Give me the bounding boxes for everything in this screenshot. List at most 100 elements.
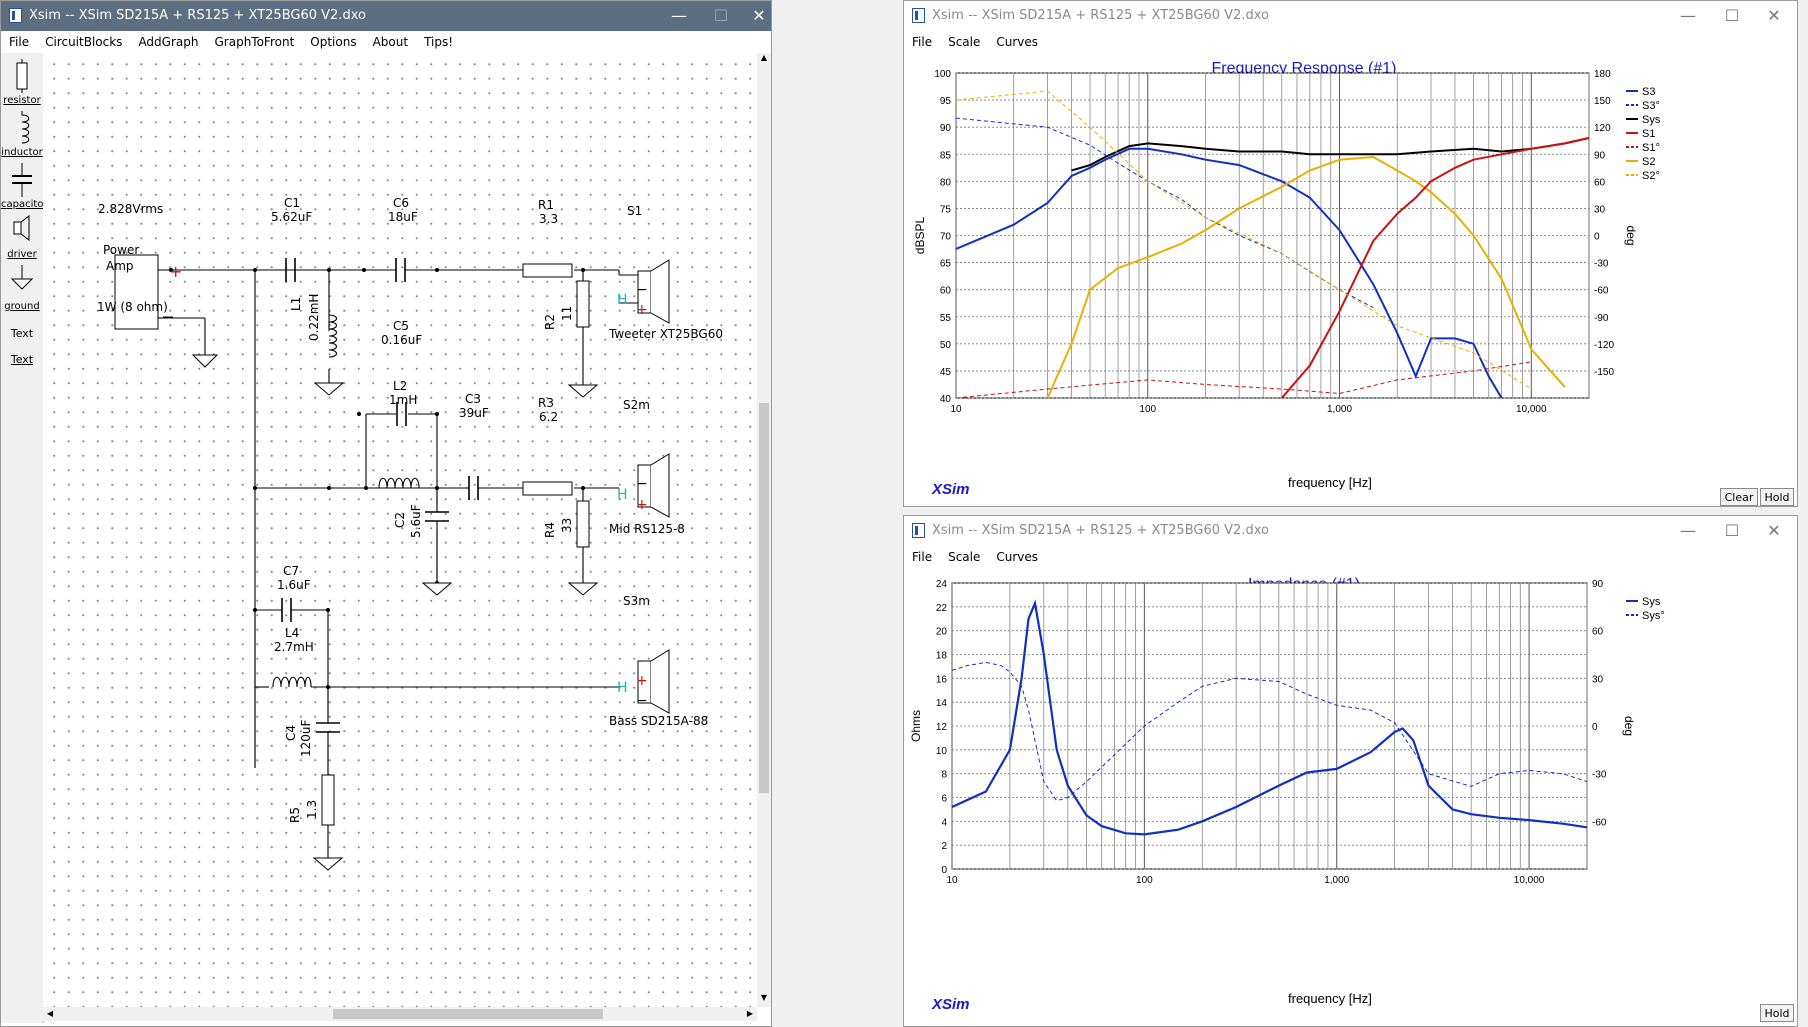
svg-text:−: − xyxy=(636,282,648,298)
y-tick-label: 20 xyxy=(936,627,948,638)
c5-name[interactable]: C5 xyxy=(393,319,410,333)
palette-text-link-tool[interactable]: Text xyxy=(10,353,34,366)
scroll-right-icon[interactable]: ▶ xyxy=(746,1009,754,1018)
l2-name[interactable]: L2 xyxy=(393,379,408,393)
schematic-wiring: + xyxy=(114,254,670,871)
c4-name[interactable]: C4 xyxy=(284,724,298,741)
y-axis-label: dBSPL xyxy=(913,216,927,254)
close-icon[interactable]: ✕ xyxy=(1767,6,1781,25)
menu-file[interactable]: File xyxy=(9,35,30,49)
legend-label: Sys° xyxy=(1642,610,1665,622)
svg-text:+: + xyxy=(636,497,648,513)
c6-name[interactable]: C6 xyxy=(393,196,410,210)
palette-ground-label[interactable]: ground xyxy=(4,301,40,312)
minimize-icon[interactable]: — xyxy=(1680,6,1696,25)
scroll-up-icon[interactable]: ▲ xyxy=(760,53,768,62)
maximize-icon[interactable]: ☐ xyxy=(1724,521,1740,540)
s2m-label: Mid RS125-8 xyxy=(609,522,685,536)
menu-circuitblocks[interactable]: CircuitBlocks xyxy=(45,35,123,49)
c1-name[interactable]: C1 xyxy=(284,196,301,210)
r5-name[interactable]: R5 xyxy=(288,807,302,823)
y-tick-label: 16 xyxy=(936,674,948,685)
imp-window-title: Xsim -- XSim SD215A + RS125 + XT25BG60 V… xyxy=(932,523,1269,538)
vertical-scrollbar[interactable]: ▲ ▼ xyxy=(757,53,771,1007)
amp-power: 1W (8 ohm) xyxy=(97,300,168,314)
driver-icon[interactable] xyxy=(9,213,35,243)
freq-menubar: File Scale Curves xyxy=(904,31,1797,53)
palette-capacitor-label[interactable]: capacitor xyxy=(1,199,48,210)
r1-name[interactable]: R1 xyxy=(538,198,554,212)
maximize-icon[interactable]: ☐ xyxy=(713,6,729,25)
menu-file[interactable]: File xyxy=(912,550,933,564)
scroll-left-icon[interactable]: ◀ xyxy=(46,1009,54,1018)
schematic-canvas[interactable]: + xyxy=(43,53,757,1007)
horizontal-scrollbar[interactable]: ◀ ▶ xyxy=(43,1007,757,1021)
menu-curves[interactable]: Curves xyxy=(996,550,1039,564)
y-tick-label: 12 xyxy=(936,722,948,733)
menu-curves[interactable]: Curves xyxy=(996,35,1039,49)
inductor-icon[interactable] xyxy=(9,111,35,145)
freq-xlabel: frequency [Hz] xyxy=(1288,475,1372,490)
palette-inductor-label[interactable]: inductor xyxy=(1,147,43,158)
maximize-icon[interactable]: ☐ xyxy=(1724,6,1740,25)
c6-value: 18uF xyxy=(388,210,418,224)
x-tick-label: 10,000 xyxy=(1514,875,1545,886)
hold-button[interactable]: Hold xyxy=(1760,1004,1794,1022)
menu-about[interactable]: About xyxy=(372,35,409,49)
freq-window-title: Xsim -- XSim SD215A + RS125 + XT25BG60 V… xyxy=(932,8,1269,23)
c4-value: 120uF xyxy=(299,719,313,757)
series-sys-line xyxy=(1071,137,1589,172)
ground-icon[interactable] xyxy=(9,265,35,295)
close-icon[interactable]: ✕ xyxy=(752,6,766,25)
capacitor-icon[interactable] xyxy=(9,163,35,197)
l4-name[interactable]: L4 xyxy=(285,626,300,640)
y-tick-label: 45 xyxy=(940,367,952,378)
y-tick-label: 22 xyxy=(936,603,948,614)
clear-button[interactable]: Clear xyxy=(1720,488,1758,506)
y2-tick-label: 0 xyxy=(1594,232,1600,243)
legend-label: S1 xyxy=(1642,128,1655,140)
minimize-icon[interactable]: — xyxy=(1680,521,1696,540)
close-icon[interactable]: ✕ xyxy=(1767,521,1781,540)
series-s3-phase-line xyxy=(956,117,1374,309)
palette-driver-label[interactable]: driver xyxy=(7,249,37,260)
y-tick-label: 60 xyxy=(940,286,952,297)
c3-name[interactable]: C3 xyxy=(465,392,482,406)
s3m-label: Bass SD215A-88 xyxy=(609,714,709,728)
horizontal-scroll-thumb[interactable] xyxy=(333,1009,603,1019)
scroll-down-icon[interactable]: ▼ xyxy=(760,993,768,1002)
resistor-icon[interactable] xyxy=(11,59,33,93)
hold-button[interactable]: Hold xyxy=(1760,488,1794,506)
legend-label: S2° xyxy=(1642,170,1660,182)
s1-name[interactable]: S1 xyxy=(627,204,643,218)
s3m-name[interactable]: S3m xyxy=(623,594,650,608)
r3-name[interactable]: R3 xyxy=(538,396,554,410)
menu-scale[interactable]: Scale xyxy=(948,35,981,49)
r4-name[interactable]: R4 xyxy=(543,522,557,538)
c1-value: 5.62uF xyxy=(271,210,313,224)
menu-file[interactable]: File xyxy=(912,35,933,49)
y-tick-label: 14 xyxy=(936,698,948,709)
menu-options[interactable]: Options xyxy=(310,35,357,49)
r2-name[interactable]: R2 xyxy=(543,314,557,330)
minimize-icon[interactable]: — xyxy=(671,6,687,25)
palette-resistor-label[interactable]: resistor xyxy=(3,95,41,106)
c2-value: 5.6uF xyxy=(409,504,423,538)
menu-scale[interactable]: Scale xyxy=(948,550,981,564)
c7-name[interactable]: C7 xyxy=(283,564,300,578)
menu-addgraph[interactable]: AddGraph xyxy=(138,35,199,49)
freq-brand: XSim xyxy=(932,481,970,498)
y-tick-label: 55 xyxy=(940,313,952,324)
y-tick-label: 2 xyxy=(941,841,947,852)
app-icon xyxy=(912,523,925,538)
vertical-scroll-thumb[interactable] xyxy=(759,403,769,793)
l1-name[interactable]: L1 xyxy=(289,296,303,311)
c2-name[interactable]: C2 xyxy=(393,511,407,528)
component-palette: resistor inductor capacitor driver groun… xyxy=(1,53,48,1023)
menu-tips[interactable]: Tips! xyxy=(424,35,454,49)
s2m-name[interactable]: S2m xyxy=(623,398,650,412)
main-menubar: File CircuitBlocks AddGraph GraphToFront Opt… xyxy=(1,31,771,53)
menu-graphtofront[interactable]: GraphToFront xyxy=(214,35,295,49)
palette-text-tool[interactable]: Text xyxy=(10,327,34,340)
